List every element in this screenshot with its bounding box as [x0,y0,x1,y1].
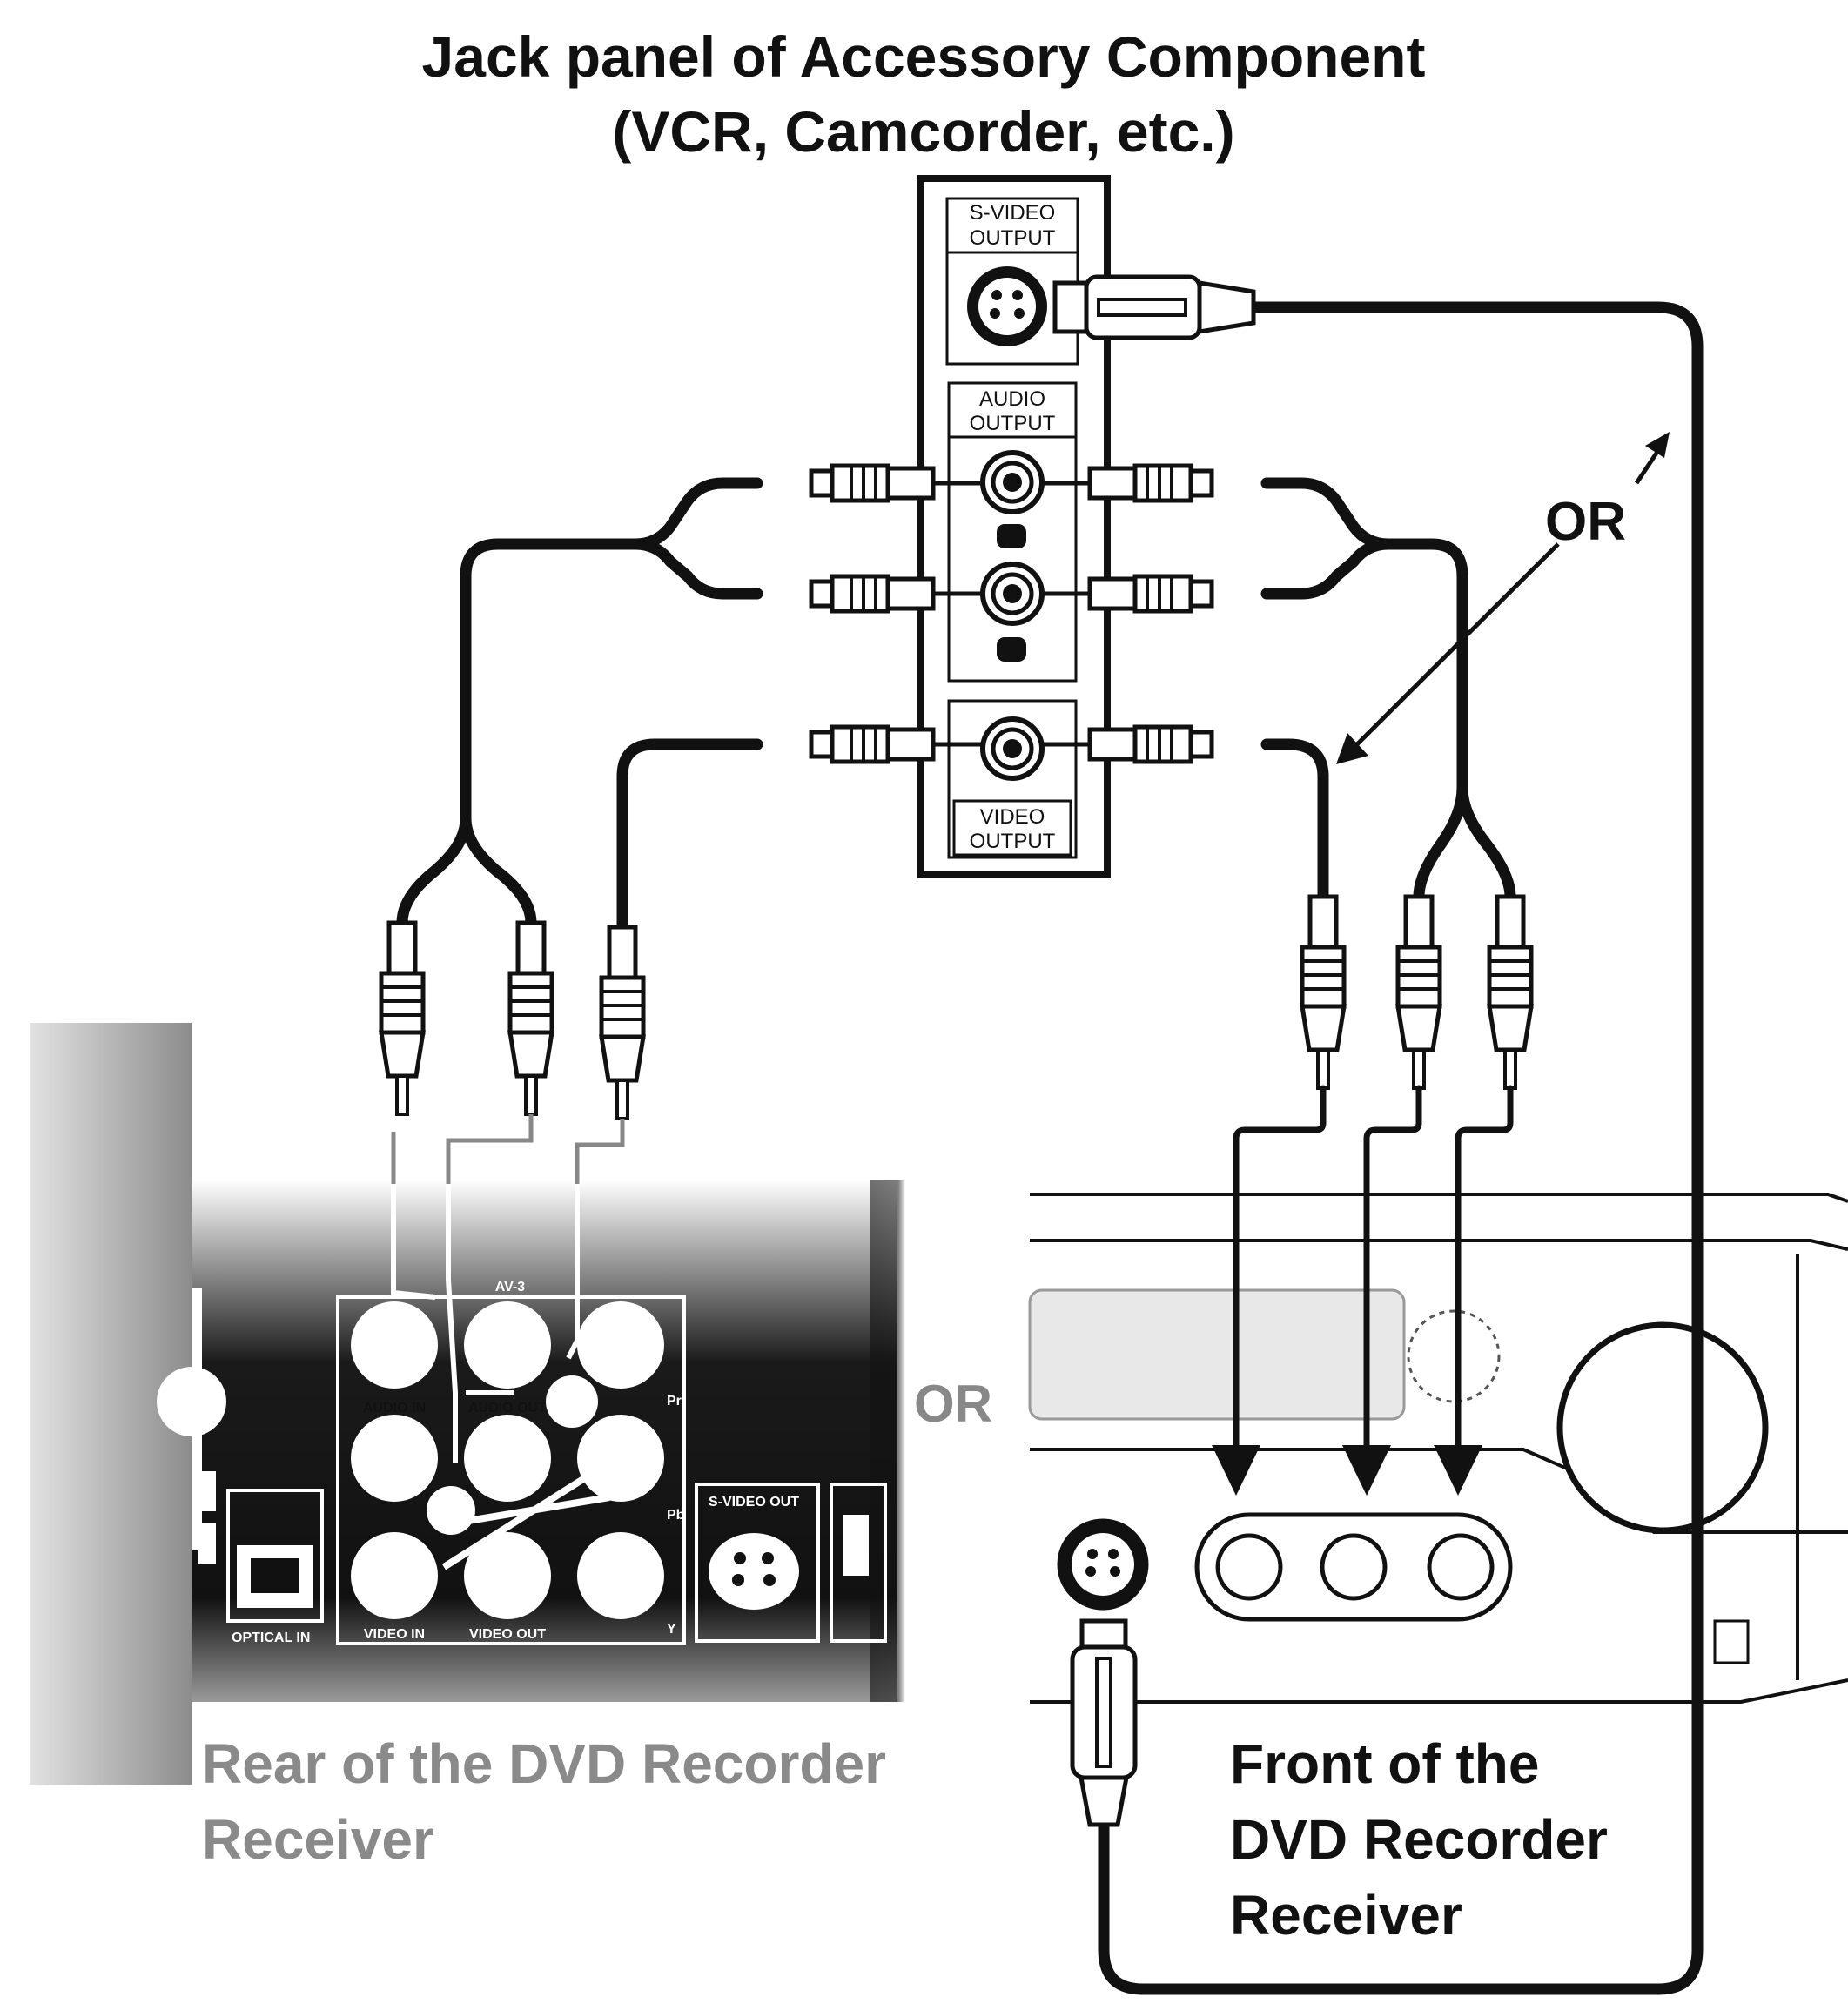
audio-in-label: AUDIO IN [363,1401,426,1416]
front-display-window [1028,1288,1406,1421]
audio-r-marker [997,637,1026,662]
video-out-jack [464,1532,551,1619]
front-plug-video [1302,897,1344,1088]
front-caption-line-1: Front of the [1230,1732,1539,1795]
arrow-audio-r-in [1455,1085,1514,1466]
accessory-jack-panel: S-VIDEO OUTPUT AUDIO OUTPUT VIDEO OUTPUT [917,175,1111,878]
svideo-output-label-2: OUTPUT [970,226,1056,250]
audio-in-jack-r [351,1415,438,1502]
svideo-cable [1098,301,1704,1995]
video-output-label-1: VIDEO [980,805,1045,829]
front-sensor [1407,1309,1501,1403]
front-plug-audio-r [1489,897,1531,1088]
audio-output-label-1: AUDIO [979,387,1045,411]
video-out-label: VIDEO OUT [469,1627,546,1642]
accessory-svideo-plug [1052,274,1256,340]
or-arrow-line-lower [1349,542,1560,752]
right-audio-cable-a [1382,538,1468,903]
front-audio-in-r-jack [1427,1533,1495,1601]
av3-group-frame [336,1295,686,1645]
or-middle-label: OR [914,1375,992,1433]
title-line-2: (VCR, Camcorder, etc.) [612,99,1234,164]
left-video-cable [616,738,763,933]
rear-caption-line-2: Receiver [202,1808,434,1871]
title-line-1: Jack panel of Accessory Component [422,24,1426,89]
av3-label: AV-3 [495,1280,525,1295]
video-output-label-2: OUTPUT [970,830,1056,853]
audio-out-label: AUDIO OUT [468,1401,547,1416]
pr-jack [577,1301,664,1389]
video-in-label: VIDEO IN [364,1627,425,1642]
audio-output-label-box [947,381,1078,439]
rear-plug-audio-l [381,923,423,1114]
rear-caption-line-1: Rear of the DVD Recorder [202,1732,886,1795]
front-caption-line-3: Receiver [1230,1884,1462,1947]
left-audio-cable-b [460,812,537,929]
audio-in-jack-l [351,1301,438,1389]
or-upper-label: OR [1545,492,1626,552]
pr-label: Pr [667,1394,682,1409]
svideo-out-frame [695,1483,820,1643]
front-plug-audio-l [1398,897,1440,1088]
optical-in-label: OPTICAL IN [232,1631,310,1645]
accessory-plug-left-video [811,727,933,762]
accessory-plug-left-audio-l [811,466,933,501]
accessory-audio-out-r-jack [983,564,1042,623]
right-video-cable [1260,738,1329,903]
accessory-video-out-jack [983,719,1042,778]
right-audio-cable-l [1260,477,1394,550]
accessory-plug-left-audio-r [811,576,933,611]
audio-output-label-2: OUTPUT [970,412,1056,435]
accessory-plug-right-audio-l [1090,466,1212,501]
rear-svideo-out-jack [709,1533,799,1610]
svideo-output-label-box [945,197,1079,254]
left-audio-cable-l [629,477,763,550]
svideo-output-label-1: S-VIDEO [970,201,1056,225]
accessory-plug-right-video [1090,727,1212,762]
pb-jack [577,1415,664,1502]
front-audio-in-l-jack [1320,1533,1388,1601]
front-svideo-plug [1070,1618,1138,1827]
arrow-audio-l-in [1363,1085,1422,1466]
arrow-video-in [1233,1085,1327,1466]
left-audio-cable-a [396,538,642,929]
front-caption-line-2: DVD Recorder [1230,1808,1608,1871]
rear-plug-video [601,927,643,1119]
rear-panel: OPTICAL IN AV-3 AUDIO IN AUDIO OUT Pr Pb… [30,1023,905,1785]
right-audio-cable-r [1260,538,1394,600]
y-jack [577,1532,664,1619]
right-audio-cable-b [1456,782,1516,903]
rear-plug-audio-r [510,923,552,1114]
front-volume-knob [1556,1321,1769,1534]
accessory-audio-out-l-jack [983,453,1042,512]
front-video-in-jack [1215,1533,1283,1601]
y-label: Y [667,1622,676,1637]
accessory-plug-right-audio-r [1090,576,1212,611]
audio-l-marker [997,524,1026,548]
audio-out-jack-l [464,1301,551,1389]
video-output-label-box [952,799,1072,857]
pb-label: Pb [667,1508,685,1523]
audio-out-jack-r [464,1415,551,1502]
video-in-jack [351,1532,438,1619]
left-audio-cable-r [629,538,763,600]
svideo-out-label: S-VIDEO OUT [709,1495,799,1510]
optical-in-frame [226,1489,324,1623]
